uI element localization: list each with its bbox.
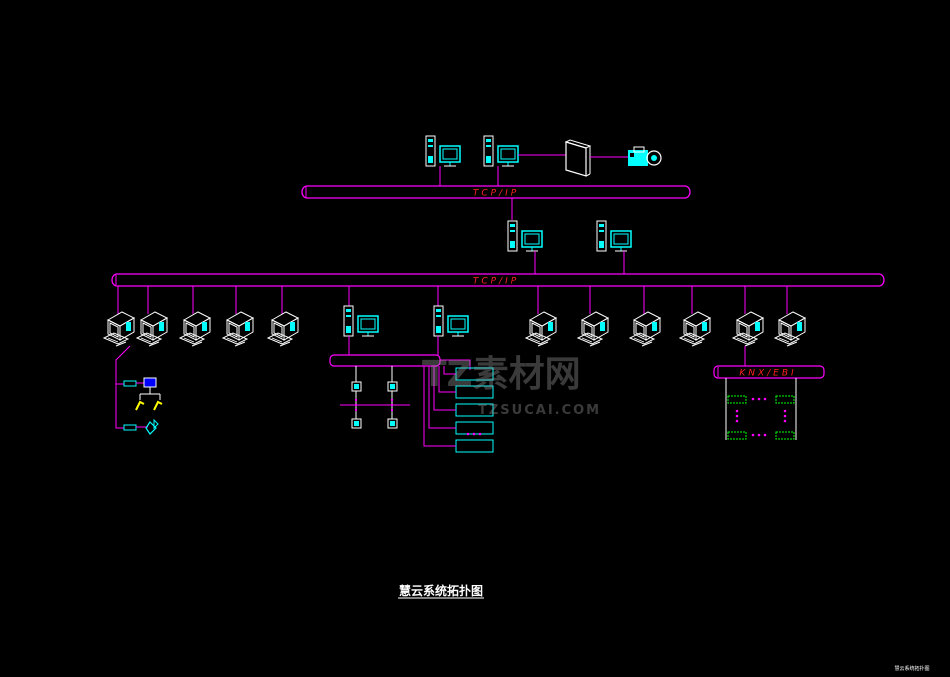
upper-bus-label: TCP/IP — [473, 189, 519, 199]
knx-bus-label: KNX/EBI — [739, 369, 796, 379]
pc-right-2 — [577, 311, 609, 347]
upper-workstation-2 — [483, 135, 519, 167]
middle-workstation-2 — [596, 220, 632, 252]
bus-drop-lines — [117, 286, 788, 314]
knx-ebi-bus: KNX/EBI — [713, 365, 825, 379]
middle-workstation-1 — [507, 220, 543, 252]
pc-right-6 — [774, 311, 806, 347]
control-cabinet-cluster — [329, 336, 494, 453]
pc-left-2 — [136, 311, 168, 347]
diagram-title: 慧云系统拓扑图 — [399, 583, 483, 598]
sensor-branch — [115, 345, 163, 435]
main-bus-label: TCP/IP — [473, 277, 519, 287]
middle-group-workstation-1 — [343, 305, 379, 337]
upper-tcpip-bus: TCP/IP — [301, 185, 691, 199]
watermark: TZ素材网 TZSUCAI.COM — [422, 354, 601, 418]
watermark-sub: TZSUCAI.COM — [478, 403, 601, 418]
pc-left-4 — [222, 311, 254, 347]
sensor-icon — [135, 400, 163, 411]
pc-left-5 — [267, 311, 299, 347]
pc-right-1 — [525, 311, 557, 347]
middle-group-workstation-2 — [433, 305, 469, 337]
pc-right-3 — [629, 311, 661, 347]
knx-controller-grid — [725, 378, 797, 440]
module-icon — [143, 377, 157, 388]
watermark-main: TZ素材网 — [422, 354, 581, 395]
pc-right-5 — [732, 311, 764, 347]
main-tcpip-bus: TCP/IP — [111, 273, 885, 287]
camera-icon — [628, 146, 662, 166]
pc-right-4 — [679, 311, 711, 347]
corner-note: 慧云系统拓扑图 — [894, 665, 929, 672]
pc-left-1 — [103, 311, 135, 347]
pc-left-3 — [179, 311, 211, 347]
storage-device-icon — [564, 139, 592, 177]
upper-workstation-1 — [425, 135, 461, 167]
